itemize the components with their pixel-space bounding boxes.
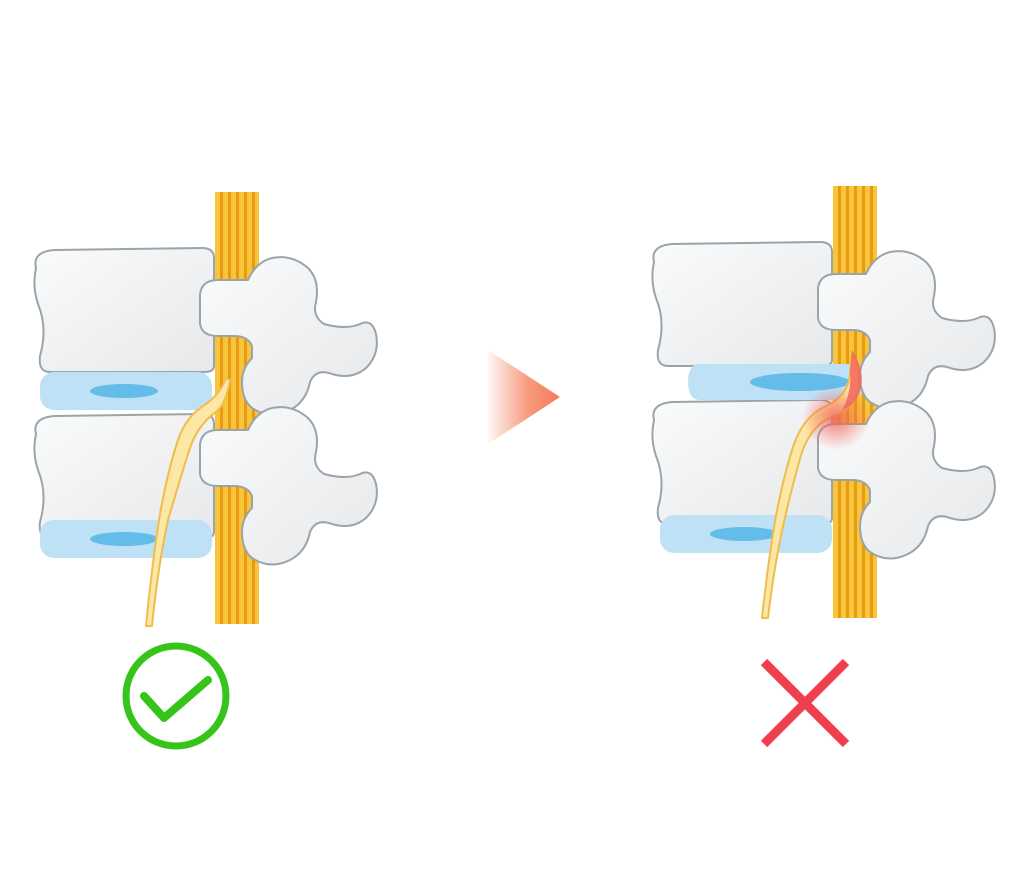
normal-spine-panel — [33, 192, 378, 750]
upper-vertebral-body — [33, 247, 216, 373]
herniated-spine-panel — [651, 186, 996, 748]
lower-intervertebral-disc — [40, 520, 212, 558]
lower-intervertebral-disc — [660, 515, 832, 553]
upper-intervertebral-disc — [40, 372, 212, 410]
inflammation-highlight — [802, 350, 870, 450]
upper-vertebral-body — [651, 241, 833, 367]
nerve-root — [145, 377, 231, 627]
check-icon — [122, 642, 230, 750]
arrow-right-icon — [488, 350, 560, 444]
cross-icon — [760, 658, 850, 748]
